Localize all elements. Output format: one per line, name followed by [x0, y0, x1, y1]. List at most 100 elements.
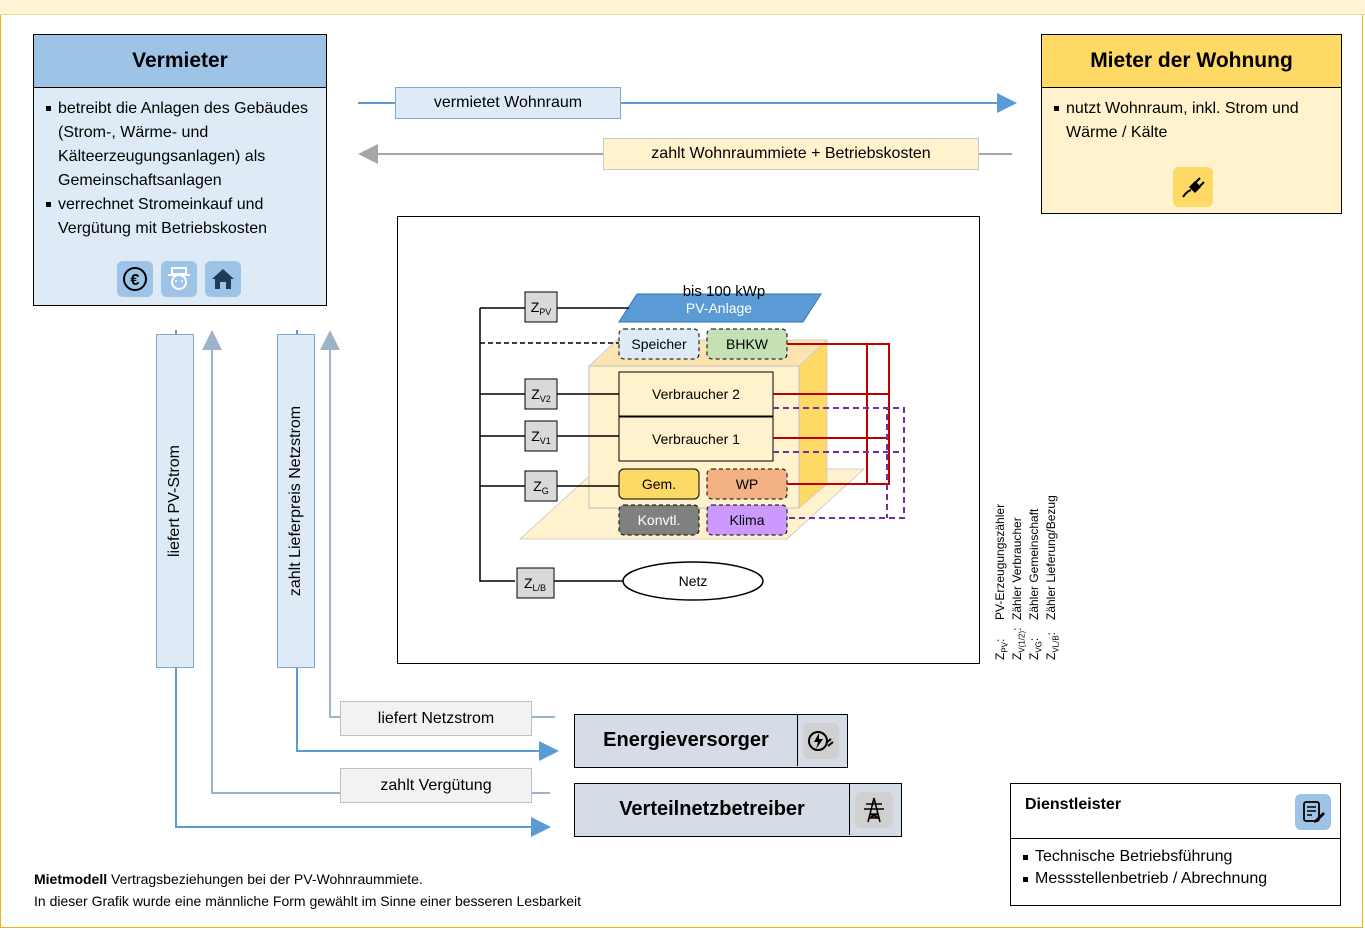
caption-line-1: Mietmodell Vertragsbeziehungen bei der P…	[34, 868, 581, 890]
legend-code: ZVG:	[1027, 637, 1044, 660]
house-icon	[205, 261, 241, 297]
liefert-pv-text: liefert PV-Strom	[166, 444, 183, 558]
dienstleister-title: Dienstleister	[1025, 796, 1122, 813]
svg-text:ZPV: ZPV	[531, 299, 552, 317]
legend-code-sub: VL/B	[1051, 635, 1061, 653]
meter-zv1-sub: V1	[540, 436, 551, 446]
legend-code-suffix: :	[1027, 637, 1041, 642]
meter-zv2: ZV2	[524, 378, 558, 410]
verbraucher2-box	[618, 371, 774, 417]
document-edit-icon	[1295, 794, 1331, 830]
meter-zv1: ZV1	[524, 420, 558, 452]
caption: Mietmodell Vertragsbeziehungen bei der P…	[34, 868, 581, 912]
pv-capacity: bis 100 kWp	[683, 283, 766, 300]
svg-text:ZV1: ZV1	[531, 428, 551, 446]
wp-label: WP	[736, 476, 759, 492]
verbraucher1-label: Verbraucher 1	[652, 431, 740, 447]
netz-label: Netz	[679, 573, 708, 589]
zahlt-lieferpreis-text: zahlt Lieferpreis Netzstrom	[287, 405, 304, 597]
mieter-bullets: nutzt Wohnraum, inkl. Strom und Wärme / …	[1052, 97, 1332, 145]
heat-lines	[773, 343, 890, 485]
legend-code-main: Z	[993, 652, 1007, 660]
klima-label: Klima	[729, 512, 764, 528]
meter-zlb-sub: L/B	[533, 583, 547, 593]
vermieter-box: Vermieter betreibt die Anlagen des Gebäu…	[33, 34, 327, 306]
energieversorger-divider	[797, 715, 798, 766]
legend-col-2: ZV(1/2): Zähler Verbraucher	[1010, 517, 1026, 660]
legend-code-main: Z	[1010, 652, 1024, 660]
gem-box	[618, 468, 700, 500]
meter-zv2-main: Z	[531, 386, 540, 402]
legend-col-4: ZVL/B: Zähler Lieferung/Bezug	[1044, 495, 1061, 660]
konvtl-label: Konvtl.	[638, 512, 681, 528]
mieter-title: Mieter der Wohnung	[1042, 35, 1341, 88]
cooling-lines	[773, 407, 905, 519]
meter-zv1-main: Z	[531, 428, 540, 444]
verbraucher2-label: Verbraucher 2	[652, 386, 740, 402]
legend-code-main: Z	[1027, 652, 1041, 660]
caption-bold: Mietmodell	[34, 871, 108, 887]
dienstleister-bullet: Messstellenbetrieb / Abrechnung	[1021, 868, 1336, 890]
mieter-box: Mieter der Wohnung nutzt Wohnraum, inkl.…	[1041, 34, 1342, 214]
verteilnetz-title: Verteilnetzbetreiber	[619, 798, 805, 820]
pv-label: PV-Anlage	[686, 300, 752, 316]
netz-ellipse	[622, 561, 764, 601]
mieter-bullet: nutzt Wohnraum, inkl. Strom und Wärme / …	[1052, 97, 1332, 145]
konvtl-box	[618, 504, 700, 536]
meter-zlb-main: Z	[524, 575, 533, 591]
person-icon	[161, 261, 197, 297]
legend-code: ZVL/B:	[1044, 632, 1061, 660]
bhkw-label: BHKW	[726, 336, 769, 352]
legend-col-1: ZPV: PV-Erzeugungszähler	[993, 504, 1010, 660]
zahlt-verguetung-label: zahlt Vergütung	[340, 768, 532, 803]
lightning-plug-icon	[803, 723, 839, 759]
legend-code-sub: VG	[1034, 641, 1044, 653]
legend-code: ZV(1/2):	[1010, 627, 1026, 660]
legend-text: Zähler Lieferung/Bezug	[1044, 495, 1058, 620]
top-strip	[0, 0, 1365, 15]
svg-text:ZL/B: ZL/B	[524, 575, 546, 593]
caption-line-2: In dieser Grafik wurde eine männliche Fo…	[34, 893, 582, 909]
speicher-label: Speicher	[631, 336, 687, 352]
power-tower-icon	[855, 792, 893, 828]
meter-zpv-sub: PV	[539, 307, 551, 317]
svg-text:ZV2: ZV2	[531, 386, 551, 404]
legend-code: ZPV:	[993, 638, 1010, 660]
vermieter-title: Vermieter	[34, 35, 326, 88]
liefert-netzstrom-label: liefert Netzstrom	[340, 701, 532, 736]
energieversorger-box: Energieversorger	[574, 714, 848, 768]
meter-zg: ZG	[524, 470, 558, 502]
caption-rest: Vertragsbeziehungen bei der PV-Wohnraumm…	[107, 871, 423, 887]
svg-text:€: €	[131, 272, 140, 289]
building-diagram: PV-Anlage bis 100 kWp Speicher BHKW Verb…	[479, 283, 905, 601]
speicher-box	[618, 328, 700, 360]
klima-box	[706, 504, 788, 536]
legend-code-suffix: :	[993, 638, 1007, 642]
plug-icon	[1173, 167, 1213, 207]
legend-code-suffix: :	[1010, 627, 1024, 631]
meter-wiring	[479, 307, 629, 582]
liefert-pv-label: liefert PV-Strom	[156, 334, 194, 668]
zahlt-miete-label: zahlt Wohnraummiete + Betriebskosten	[603, 138, 979, 170]
meter-zg-sub: G	[542, 486, 549, 496]
dienstleister-bullets: Technische Betriebsführung Messstellenbe…	[1021, 846, 1336, 890]
gem-label: Gem.	[642, 476, 676, 492]
euro-icon: €	[117, 261, 153, 297]
dienstleister-box: Dienstleister Technische Betriebsführung…	[1010, 783, 1341, 906]
verbraucher1-box	[618, 416, 774, 462]
svg-text:ZG: ZG	[533, 478, 549, 496]
meter-zlb: ZL/B	[516, 567, 555, 599]
legend-code-sub: PV	[1000, 641, 1010, 653]
legend-text: Zähler Verbraucher	[1010, 517, 1024, 620]
legend-code-main: Z	[1044, 652, 1058, 660]
legend-col-3: ZVG: Zähler Gemeinschaft	[1027, 509, 1044, 660]
meter-zpv-main: Z	[531, 299, 540, 315]
vermieter-bullets: betreibt die Anlagen des Gebäudes (Strom…	[44, 97, 324, 241]
legend-text: PV-Erzeugungszähler	[993, 503, 1007, 620]
vermieter-bullet: verrechnet Stromeinkauf und Vergütung mi…	[44, 193, 324, 241]
building-side	[798, 338, 828, 510]
energieversorger-title: Energieversorger	[603, 729, 769, 751]
vermieter-bullet: betreibt die Anlagen des Gebäudes (Strom…	[44, 97, 324, 193]
vermietet-label: vermietet Wohnraum	[395, 87, 621, 119]
verteilnetz-box: Verteilnetzbetreiber	[574, 783, 902, 837]
